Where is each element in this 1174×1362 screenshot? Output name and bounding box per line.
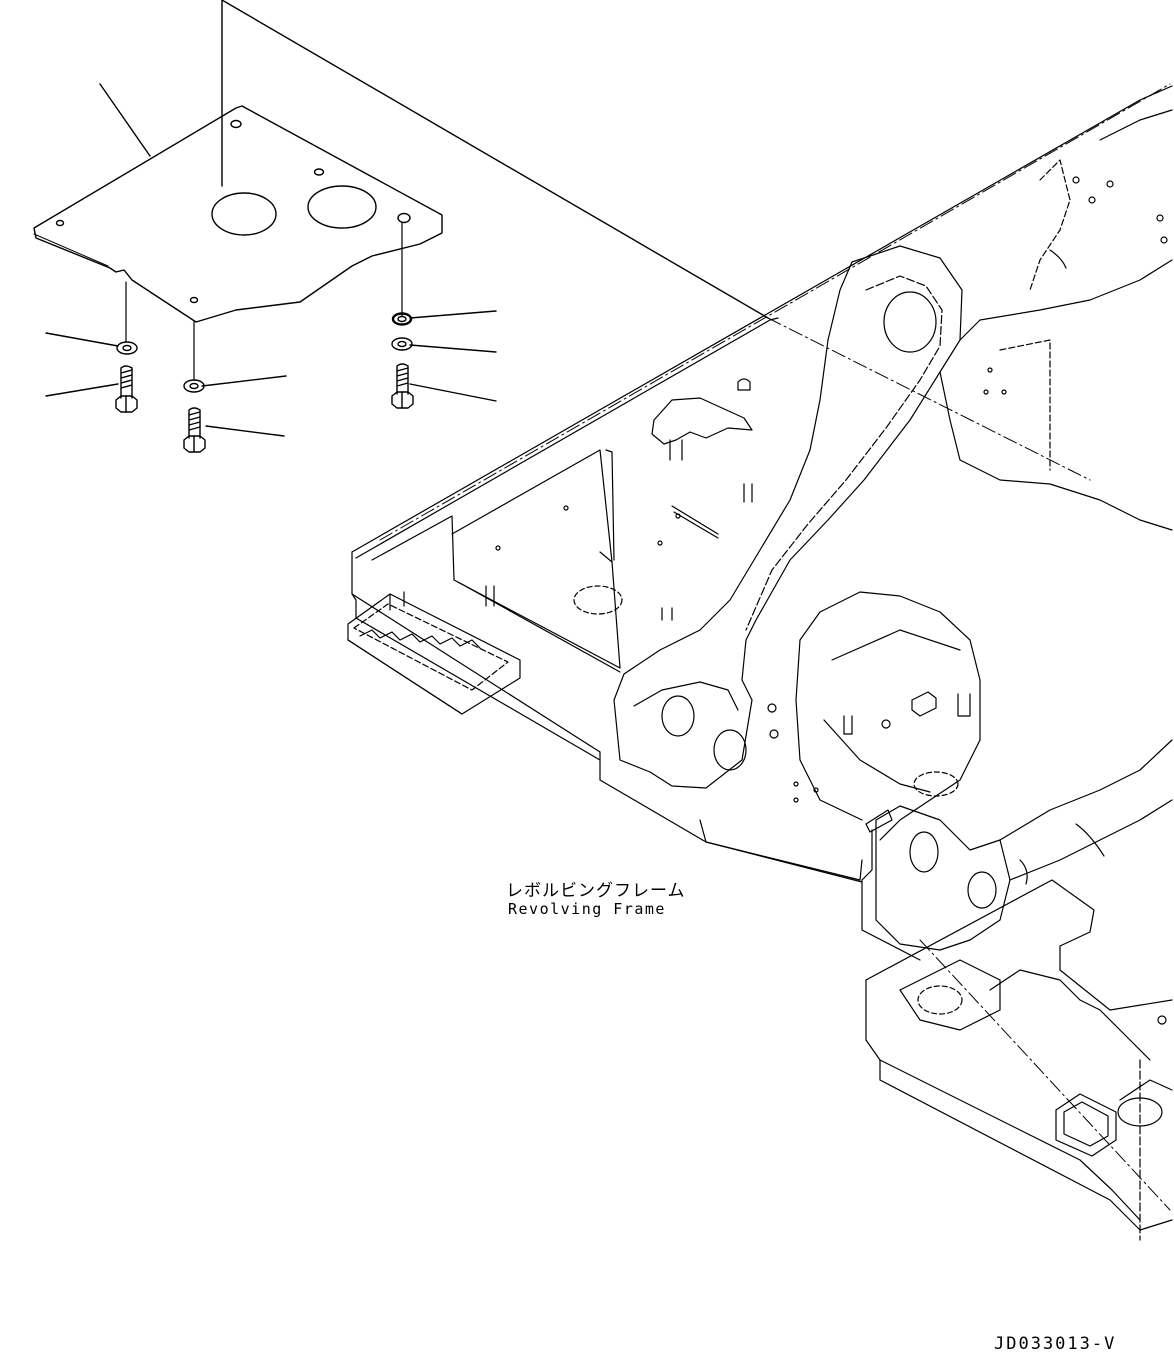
frame-centerlines: [379, 83, 1171, 1211]
washers: [116, 312, 413, 393]
center-column: [767, 591, 981, 841]
bolts: [115, 363, 414, 453]
revolving-frame: [347, 83, 1173, 1241]
washer-left: [116, 341, 138, 355]
cover-hole-right: [307, 185, 377, 229]
leader-line-washer-right: [409, 344, 497, 353]
revolving-frame-label-jp: レボルビングフレーム: [506, 881, 686, 901]
leader-line-washer-left: [45, 332, 119, 347]
washer-right: [391, 337, 413, 351]
leader-line-bolt-left: [45, 383, 119, 397]
boom-pin-hole-1: [661, 695, 695, 737]
cover-plate: [33, 105, 443, 323]
boom-pin-hole-top: [883, 291, 937, 353]
leader-line-lockwasher-right: [409, 310, 497, 319]
leader-line-bolt-right: [409, 383, 497, 402]
cover-hole-left: [211, 192, 277, 236]
boom-bracket-right: [939, 109, 1173, 531]
boom-pin-hole-2: [713, 729, 747, 771]
boom-bracket-left: [613, 245, 963, 881]
leader-line-long-diagonal: [221, 0, 769, 319]
lower-right-bracket: [861, 739, 1173, 961]
bolt-center: [183, 407, 206, 453]
rear-frame: [865, 879, 1173, 1241]
bolt-axes: [125, 221, 403, 381]
leader-line-washer-center: [201, 375, 287, 387]
lock-washer-right: [391, 312, 413, 326]
leader-line-cover: [99, 83, 151, 157]
washer-center: [183, 379, 205, 393]
leader-line-bolt-center: [205, 425, 285, 437]
leader-lines: [45, 0, 769, 437]
revolving-frame-label-en: Revolving Frame: [508, 900, 666, 918]
step: [347, 591, 521, 715]
bolt-right: [391, 363, 414, 409]
bolt-left: [115, 365, 138, 413]
drawing-id: JD033013-V: [994, 1334, 1117, 1354]
